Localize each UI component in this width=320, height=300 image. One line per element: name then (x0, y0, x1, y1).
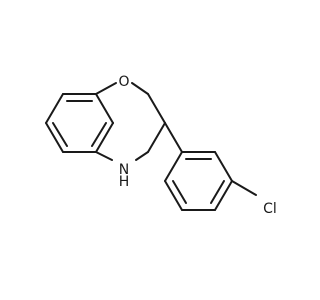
double-bond (172, 180, 187, 204)
bond (214, 180, 233, 211)
double-bond (91, 122, 107, 147)
bond (231, 180, 257, 196)
bond (95, 151, 113, 161)
bond (164, 151, 183, 182)
bond (131, 82, 149, 95)
nitrogen-hydrogen-label: H (119, 174, 130, 190)
double-bond (210, 180, 225, 204)
chlorophenyl-ring (164, 122, 257, 211)
nitrogen-label: N (119, 162, 129, 178)
bond (95, 82, 117, 95)
bond (147, 122, 166, 153)
bond (164, 180, 183, 211)
double-bond (52, 122, 68, 147)
bond (147, 93, 166, 124)
bond (164, 122, 183, 153)
chlorine-label: Cl (263, 201, 277, 217)
bond (45, 122, 64, 153)
benzene-ring-left (45, 93, 114, 153)
molecule-structure-diagram: O N H Cl (45, 74, 277, 217)
bond (45, 93, 64, 124)
bond (214, 151, 233, 182)
bond (95, 122, 114, 153)
oxygen-label: O (118, 74, 129, 90)
oxazine-ring (95, 82, 166, 161)
bond (135, 151, 149, 161)
bond (95, 93, 114, 124)
